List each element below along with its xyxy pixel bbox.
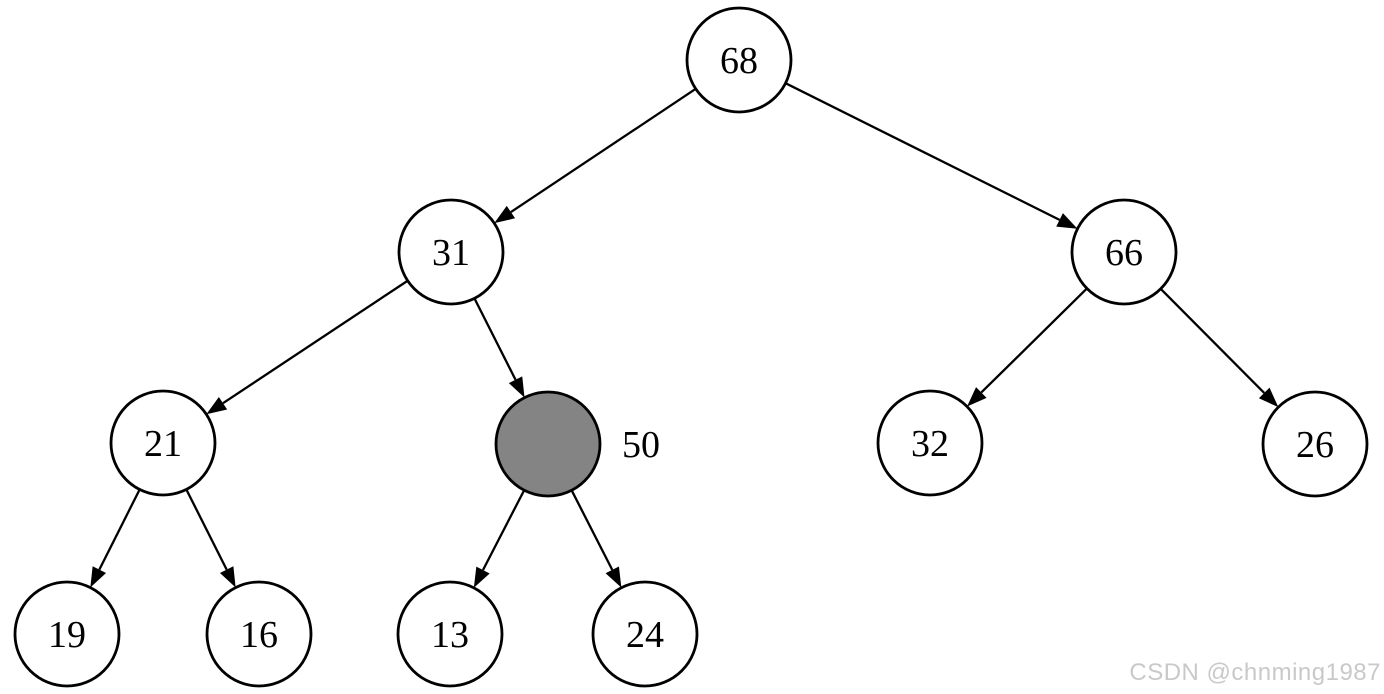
tree-edge-66-32: [980, 287, 1088, 394]
arrowhead-21-16: [219, 566, 236, 588]
arrowhead-66-26: [1258, 387, 1279, 408]
arrowhead-68-31: [494, 205, 516, 224]
tree-node-label-31: 31: [432, 232, 470, 274]
arrowhead-66-32: [967, 387, 987, 407]
tree-node-68: [685, 6, 793, 114]
tree-node-label-16: 16: [240, 614, 278, 656]
tree-edge-66-26: [1159, 288, 1266, 394]
tree-node-external-label-50: 50: [622, 424, 660, 466]
tree-node-label-68: 68: [720, 40, 758, 82]
tree-node-32: [876, 389, 984, 497]
tree-node-13: [396, 580, 504, 688]
tree-node-24: [591, 580, 699, 688]
tree-edge-31-21: [222, 279, 409, 405]
arrowhead-50-13: [473, 566, 490, 588]
arrowhead-31-21: [206, 396, 228, 415]
arrowhead-50-24: [605, 566, 622, 588]
tree-node-label-32: 32: [911, 423, 949, 465]
tree-edge-68-66: [785, 82, 1061, 221]
tree-node-16: [205, 580, 313, 688]
tree-edge-50-13: [481, 489, 526, 571]
tree-edge-68-31: [510, 87, 697, 214]
arrowhead-21-19: [90, 566, 107, 588]
tree-edge-21-16: [185, 488, 228, 571]
tree-edge-21-19: [98, 488, 141, 571]
tree-node-label-13: 13: [431, 614, 469, 656]
tree-node-66: [1070, 198, 1178, 306]
tree-node-label-19: 19: [48, 614, 86, 656]
tree-node-50: [494, 390, 602, 498]
tree-edge-31-50: [473, 297, 517, 381]
tree-node-19: [13, 580, 121, 688]
tree-node-21: [109, 389, 217, 497]
arrowhead-68-66: [1056, 213, 1078, 229]
tree-node-label-26: 26: [1296, 424, 1334, 466]
tree-node-label-24: 24: [626, 614, 664, 656]
tree-edge-50-24: [570, 489, 614, 571]
tree-node-31: [397, 198, 505, 306]
watermark: CSDN @chnming1987: [1129, 659, 1381, 686]
tree-node-26: [1261, 390, 1369, 498]
tree-node-label-66: 66: [1105, 232, 1143, 274]
arrowhead-31-50: [508, 376, 525, 398]
tree-node-label-21: 21: [144, 423, 182, 465]
